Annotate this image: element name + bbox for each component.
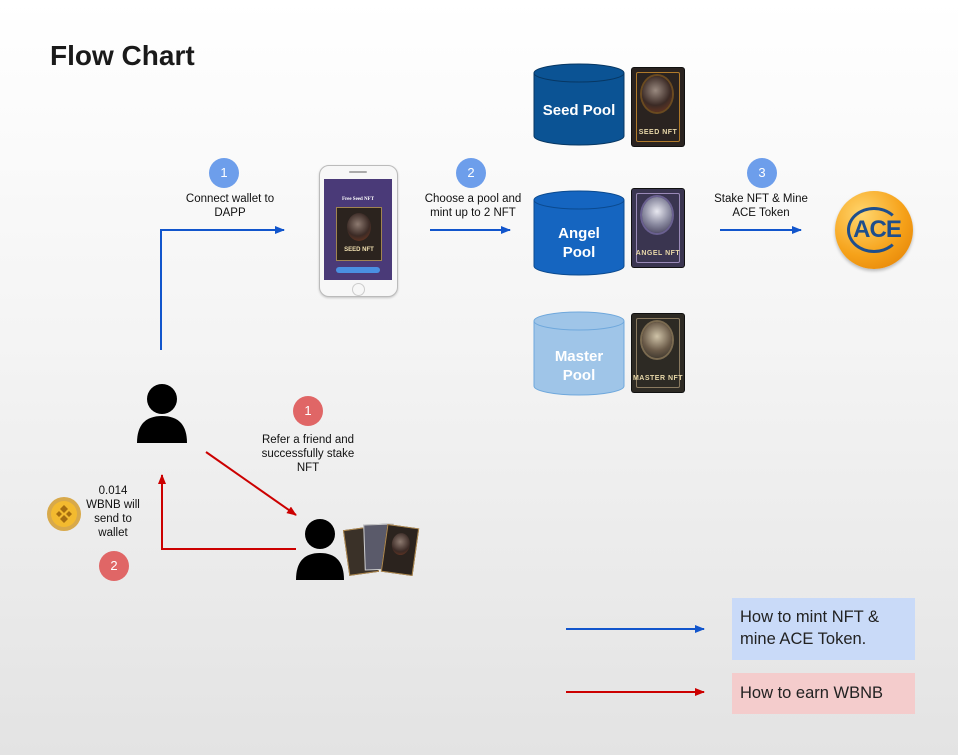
- master-nft-card: MASTER NFT: [632, 314, 684, 392]
- seed-nft-label: SEED NFT: [638, 129, 678, 136]
- phone-mint-button[interactable]: [336, 267, 380, 273]
- stack-card-orb: [390, 531, 412, 557]
- phone-nft-label: SEED NFT: [344, 247, 374, 253]
- step-caption-refer: Refer a friend and successfully stake NF…: [261, 434, 355, 474]
- step-badge-refer: 1: [293, 396, 323, 426]
- angel-nft-orb: [642, 197, 672, 233]
- seed-nft-frame: [636, 72, 680, 142]
- angel-pool-cylinder: [533, 190, 625, 276]
- ace-token-logo: ACE: [835, 191, 913, 269]
- friend-user-icon: [296, 519, 344, 580]
- seed-pool-cylinder: [533, 63, 625, 146]
- ace-logo-ring: [847, 207, 901, 253]
- stack-card-front: [380, 524, 420, 576]
- angel-pool-label: Angel Pool: [558, 225, 600, 261]
- angel-nft-frame: [636, 193, 680, 263]
- phone-nft-orb: [347, 213, 371, 241]
- phone-screen: Free Seed NFT SEED NFT: [324, 179, 392, 280]
- step-badge-stake: 3: [747, 158, 777, 188]
- step-badge-connect: 1: [209, 158, 239, 188]
- seed-nft-card: SEED NFT: [632, 68, 684, 146]
- phone-nft-card: SEED NFT: [336, 207, 382, 261]
- master-pool-cylinder: [533, 311, 625, 396]
- step-caption-choose: Choose a pool and mint up to 2 NFT: [424, 193, 522, 219]
- phone-dapp-mockup: Free Seed NFT SEED NFT: [319, 165, 398, 297]
- master-nft-label: MASTER NFT: [632, 375, 684, 382]
- nft-card-stack: [342, 522, 420, 580]
- seed-pool-label: Seed Pool: [542, 102, 616, 119]
- phone-speaker: [349, 171, 367, 173]
- step-caption-stake: Stake NFT & Mine ACE Token: [714, 193, 808, 219]
- phone-home-button[interactable]: [352, 283, 365, 296]
- master-pool-label: Master Pool: [554, 348, 604, 384]
- master-nft-orb: [642, 322, 672, 358]
- step-badge-reward: 2: [99, 551, 129, 581]
- master-nft-frame: [636, 318, 680, 388]
- angel-nft-card: ANGEL NFT: [632, 189, 684, 267]
- wbnb-coin-icon: [47, 497, 81, 531]
- arrow-user-to-friend: [205, 451, 297, 516]
- arrow-friend-to-user: [158, 474, 296, 550]
- phone-header: Free Seed NFT: [341, 197, 375, 202]
- legend-earn-box: How to earn WBNB: [732, 673, 915, 714]
- ace-logo-text: ACE: [853, 216, 902, 243]
- arrow-user-to-dapp: [160, 226, 285, 350]
- step-badge-choose: 2: [456, 158, 486, 188]
- user-icon: [137, 384, 187, 443]
- legend-mint-box: How to mint NFT & mine ACE Token.: [732, 598, 915, 660]
- seed-nft-orb: [642, 76, 672, 112]
- step-caption-connect: Connect wallet to DAPP: [185, 193, 275, 219]
- page-title: Flow Chart: [50, 40, 195, 71]
- step-caption-reward: 0.014 WBNB will send to wallet: [86, 485, 140, 539]
- angel-nft-label: ANGEL NFT: [635, 250, 681, 257]
